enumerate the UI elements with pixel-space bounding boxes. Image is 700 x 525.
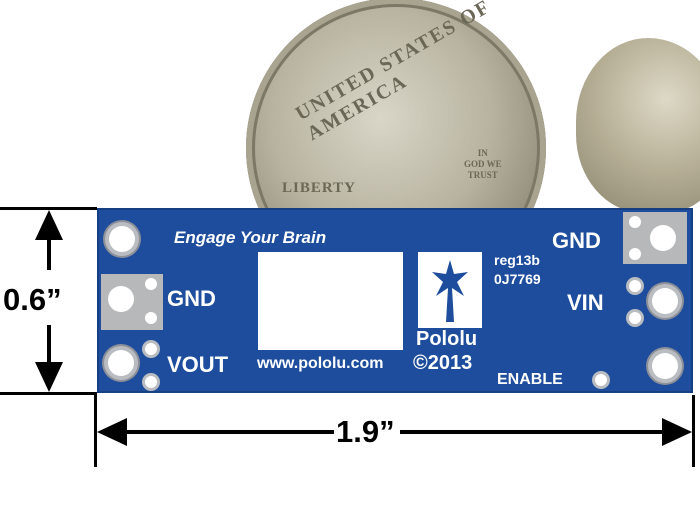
label-area: [258, 252, 403, 350]
dim-tick: [0, 207, 97, 210]
gnd-hole-right: [650, 225, 676, 251]
serial-number: 0J7769: [494, 271, 541, 287]
arrow-right-icon: [662, 418, 692, 446]
dim-tick: [0, 392, 97, 395]
via-hole: [629, 248, 641, 260]
gnd-label-left: GND: [167, 286, 216, 311]
via-hole: [629, 280, 641, 292]
motto-line: TRUST: [467, 170, 498, 180]
arrow-up-icon: [35, 210, 63, 240]
coin-portrait: [576, 38, 700, 213]
vout-hole: [108, 350, 134, 376]
via-hole: [629, 312, 641, 324]
enable-hole: [595, 374, 607, 386]
dim-line: [120, 430, 334, 434]
coin-liberty: LIBERTY: [282, 180, 356, 196]
pololu-logo: [418, 252, 482, 328]
via-hole: [145, 312, 157, 324]
mounting-hole: [652, 353, 678, 379]
slogan-text: Engage Your Brain: [174, 228, 327, 247]
part-number: reg13b: [494, 252, 540, 268]
brand-text: Pololu: [416, 328, 478, 350]
dim-tick: [692, 395, 695, 467]
pcb-board: Engage Your Brain GND VOUT www.pololu.co…: [97, 208, 693, 393]
dim-line: [47, 325, 51, 373]
dim-line: [47, 225, 51, 270]
via-hole: [145, 278, 157, 290]
arrow-left-icon: [97, 418, 127, 446]
coin-top-text: UNITED STATES OF AMERICA: [291, 0, 494, 146]
vin-hole: [652, 288, 678, 314]
copyright-text: ©2013: [413, 352, 473, 374]
mounting-hole: [109, 226, 135, 252]
coin-motto: IN GOD WE TRUST: [464, 148, 502, 181]
dim-line: [400, 430, 670, 434]
vout-label: VOUT: [167, 352, 229, 377]
arrow-down-icon: [35, 362, 63, 392]
dim-tick: [94, 395, 97, 467]
url-text: www.pololu.com: [257, 355, 384, 372]
via-hole: [145, 343, 157, 355]
via-hole: [629, 216, 641, 228]
height-label: 0.6”: [3, 282, 62, 317]
motto-line: IN: [477, 148, 488, 158]
gnd-label-right: GND: [552, 228, 601, 253]
via-hole: [145, 376, 157, 388]
palm-tree-icon: [432, 260, 468, 322]
gnd-hole-left: [108, 286, 134, 312]
enable-label: ENABLE: [497, 371, 563, 388]
width-label: 1.9”: [336, 414, 395, 449]
vin-label: VIN: [567, 290, 604, 315]
motto-line: GOD WE: [464, 159, 502, 169]
